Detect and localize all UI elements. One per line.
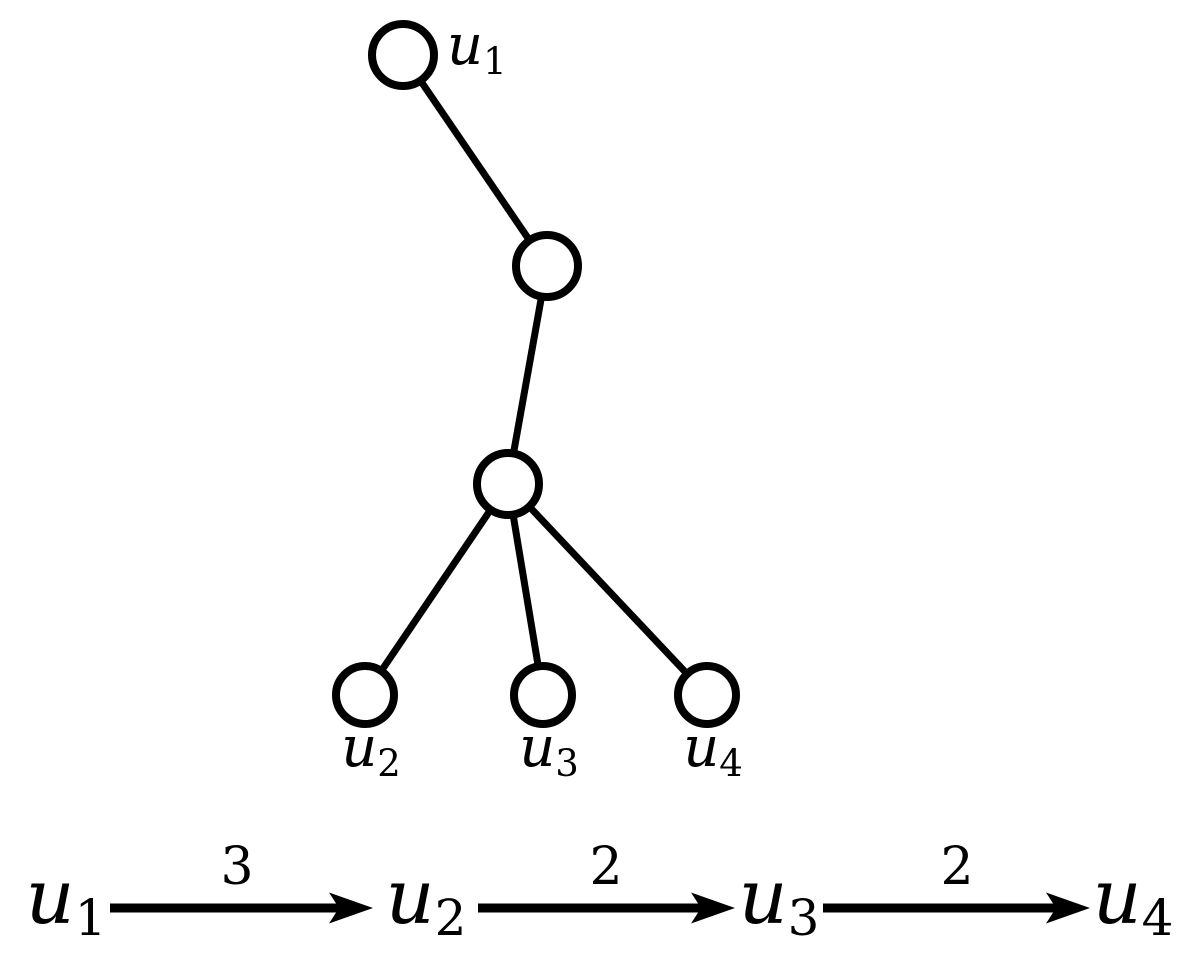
tree-node-u3 xyxy=(510,662,576,728)
tree-node-label-u4: u4 xyxy=(683,715,743,785)
sequence-node-label-u1: u1 xyxy=(26,852,107,947)
tree-node-label-u2: u2 xyxy=(341,715,401,785)
tree-edge-B-C xyxy=(504,265,551,485)
edge-weight-label: 3 xyxy=(220,837,253,897)
tree-diagram: u1 u2 u3 u4 xyxy=(332,13,743,785)
arrow-head-icon xyxy=(1046,892,1090,924)
tree-node-internal-2 xyxy=(473,449,543,519)
tree-node-u4 xyxy=(674,662,740,728)
tree-node-label-u3: u3 xyxy=(519,715,579,785)
edge-weight-label: 2 xyxy=(589,837,622,897)
sequence-node-label-u3: u3 xyxy=(739,852,820,947)
sequence-node-label-u2: u2 xyxy=(386,852,467,947)
edge-weight-label: 2 xyxy=(940,837,973,897)
tree-edge-C-F xyxy=(505,481,710,698)
tree-edges xyxy=(362,53,710,698)
sequence-arrow-u3-u4: 2 xyxy=(823,837,1090,924)
sequence-diagram: u1 u2 u3 u4 3 2 2 xyxy=(26,837,1174,947)
tree-node-internal-1 xyxy=(512,231,582,301)
sequence-arrow-u2-u3: 2 xyxy=(478,837,735,924)
tree-edge-C-E xyxy=(504,483,547,696)
sequence-arrow-u1-u2: 3 xyxy=(110,837,373,924)
tree-edge-C-D xyxy=(362,482,511,697)
tree-node-u2 xyxy=(332,662,398,728)
tree-edge-A-B xyxy=(400,53,550,268)
sequence-node-label-u4: u4 xyxy=(1093,852,1174,947)
tree-nodes xyxy=(332,20,740,728)
tree-node-u1 xyxy=(368,20,438,90)
tree-labels: u1 u2 u3 u4 xyxy=(341,13,743,785)
arrow-head-icon xyxy=(329,892,373,924)
arrow-head-icon xyxy=(691,892,735,924)
tree-node-label-u1: u1 xyxy=(447,13,507,83)
